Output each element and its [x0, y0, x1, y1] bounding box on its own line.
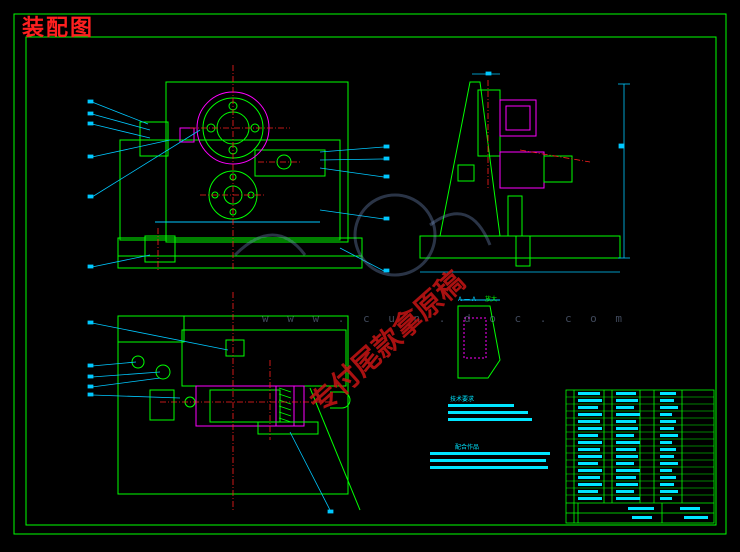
section-detail — [457, 299, 501, 379]
top-view-centerlines — [160, 292, 330, 510]
top-view-spring — [278, 387, 292, 423]
watermark-url: w w w . c u n . d o c . c o m — [262, 312, 629, 325]
notes-heading: 配合作品 — [455, 443, 479, 451]
front-view-leaders — [87, 99, 390, 273]
tech-requirements-heading: 技术要求 — [450, 395, 474, 403]
side-view-dimensions — [420, 71, 630, 273]
title-block-entries — [578, 392, 708, 519]
side-view-centerlines — [487, 80, 591, 190]
title-block — [565, 389, 715, 524]
drawing-title: 装配图 — [22, 15, 95, 41]
top-view-leaders — [87, 320, 334, 514]
front-view-centerlines — [157, 65, 300, 270]
inner-frame — [25, 36, 717, 526]
section-scale: 放大 — [485, 295, 497, 303]
watermark-emblem — [233, 193, 492, 277]
side-view — [419, 81, 621, 267]
front-view — [117, 81, 363, 269]
title-block-rows — [566, 396, 714, 496]
outer-frame — [13, 13, 727, 535]
tech-requirements-lines — [430, 404, 550, 469]
front-view-gear — [179, 91, 292, 220]
section-label: A — A — [458, 296, 477, 303]
